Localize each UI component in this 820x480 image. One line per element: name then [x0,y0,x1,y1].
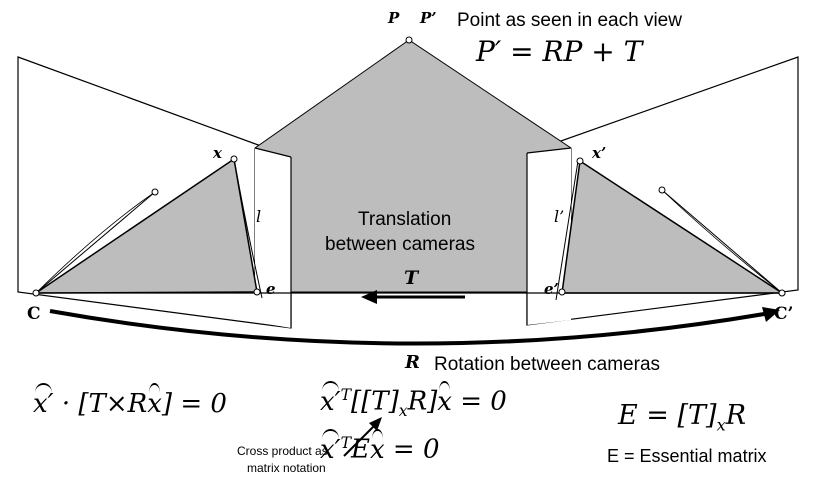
label-P-prime: P’ [420,9,437,27]
camera-center-C [32,289,40,297]
eq4-right: R [725,400,747,431]
right-image-plane-overlay [527,148,571,325]
label-l-prime: l’ [554,207,565,226]
right-plane-top-edge [526,147,572,154]
left-plane-top-edge [254,147,292,158]
right-ray [661,189,783,294]
label-x: x [213,144,222,162]
transpose-sup: T [340,386,351,404]
x-hat-2: x [437,380,452,417]
left-ray [35,191,156,294]
cross-sub: x [398,401,408,420]
label-P: P [388,9,400,27]
matrix-form-equation: x′T[[T]xR]x = 0 [320,380,507,420]
eq4-sub: x [716,415,726,435]
point-e-prime [558,288,566,296]
point-x [230,155,238,163]
point-seen-caption: Point as seen in each view [457,10,682,31]
epipolar-plane [254,39,572,293]
label-T: T [404,267,419,289]
eq2-R: R] [407,386,438,417]
essential-caption: E = Essential matrix [607,446,767,466]
translation-arrowhead [361,290,377,304]
label-l: l [256,207,262,226]
cross-product-note-line2: matrix notation [247,461,326,475]
x-prime-hat-2: x′ [320,380,341,417]
left-ray-2 [35,191,156,294]
right-ray-2 [661,189,783,294]
eq3-mid: E [350,434,370,465]
label-e: e [266,280,276,298]
label-C-prime: C’ [774,304,794,324]
x-hat-3: x [369,428,385,465]
x-hat: x [147,383,162,419]
rotation-caption: Rotation between cameras [434,354,661,375]
point-e [253,288,261,296]
essential-equation: x′TEx = 0 [320,428,440,465]
label-e-prime: e’ [544,280,559,298]
essential-matrix-definition: E = [T]xR [618,400,746,434]
right-epipolar-line [555,160,579,301]
left-image-plane-overlay [255,148,291,328]
coplanarity-equation: x′ · [T×Rx] = 0 [33,383,227,419]
eq1-end: ] = 0 [161,389,227,419]
left-ray-end [151,188,159,196]
cross-product-note-line1: Cross product as [237,444,328,458]
rotation-arrowhead [762,307,780,322]
transform-equation: P′ = RP + T [476,35,643,68]
rotation-arc [49,309,771,346]
translation-label-line1: Translation [358,209,452,230]
left-epipolar-line [233,158,263,299]
point-P [405,36,413,44]
camera-center-C-prime [778,289,786,297]
eq1-rest: · [T×R [61,389,148,419]
label-C: C [27,304,41,324]
annotation-arrow [343,421,379,457]
x-prime-hat-3: x′ [320,428,341,465]
translation-label-line2: between cameras [325,234,475,255]
eq4-left: E = [T] [618,400,717,431]
annotation-arrowhead [369,417,382,431]
point-x-prime [576,157,584,165]
label-x-prime: x’ [592,144,607,162]
eq2-mid: [[T] [350,386,399,417]
label-R: R [405,352,420,373]
x-prime-hat: x′ [33,383,54,419]
eq3-end: = 0 [384,434,440,465]
eq2-end: = 0 [451,386,507,417]
transpose-sup-2: T [340,434,351,452]
right-ray-end [658,186,666,194]
